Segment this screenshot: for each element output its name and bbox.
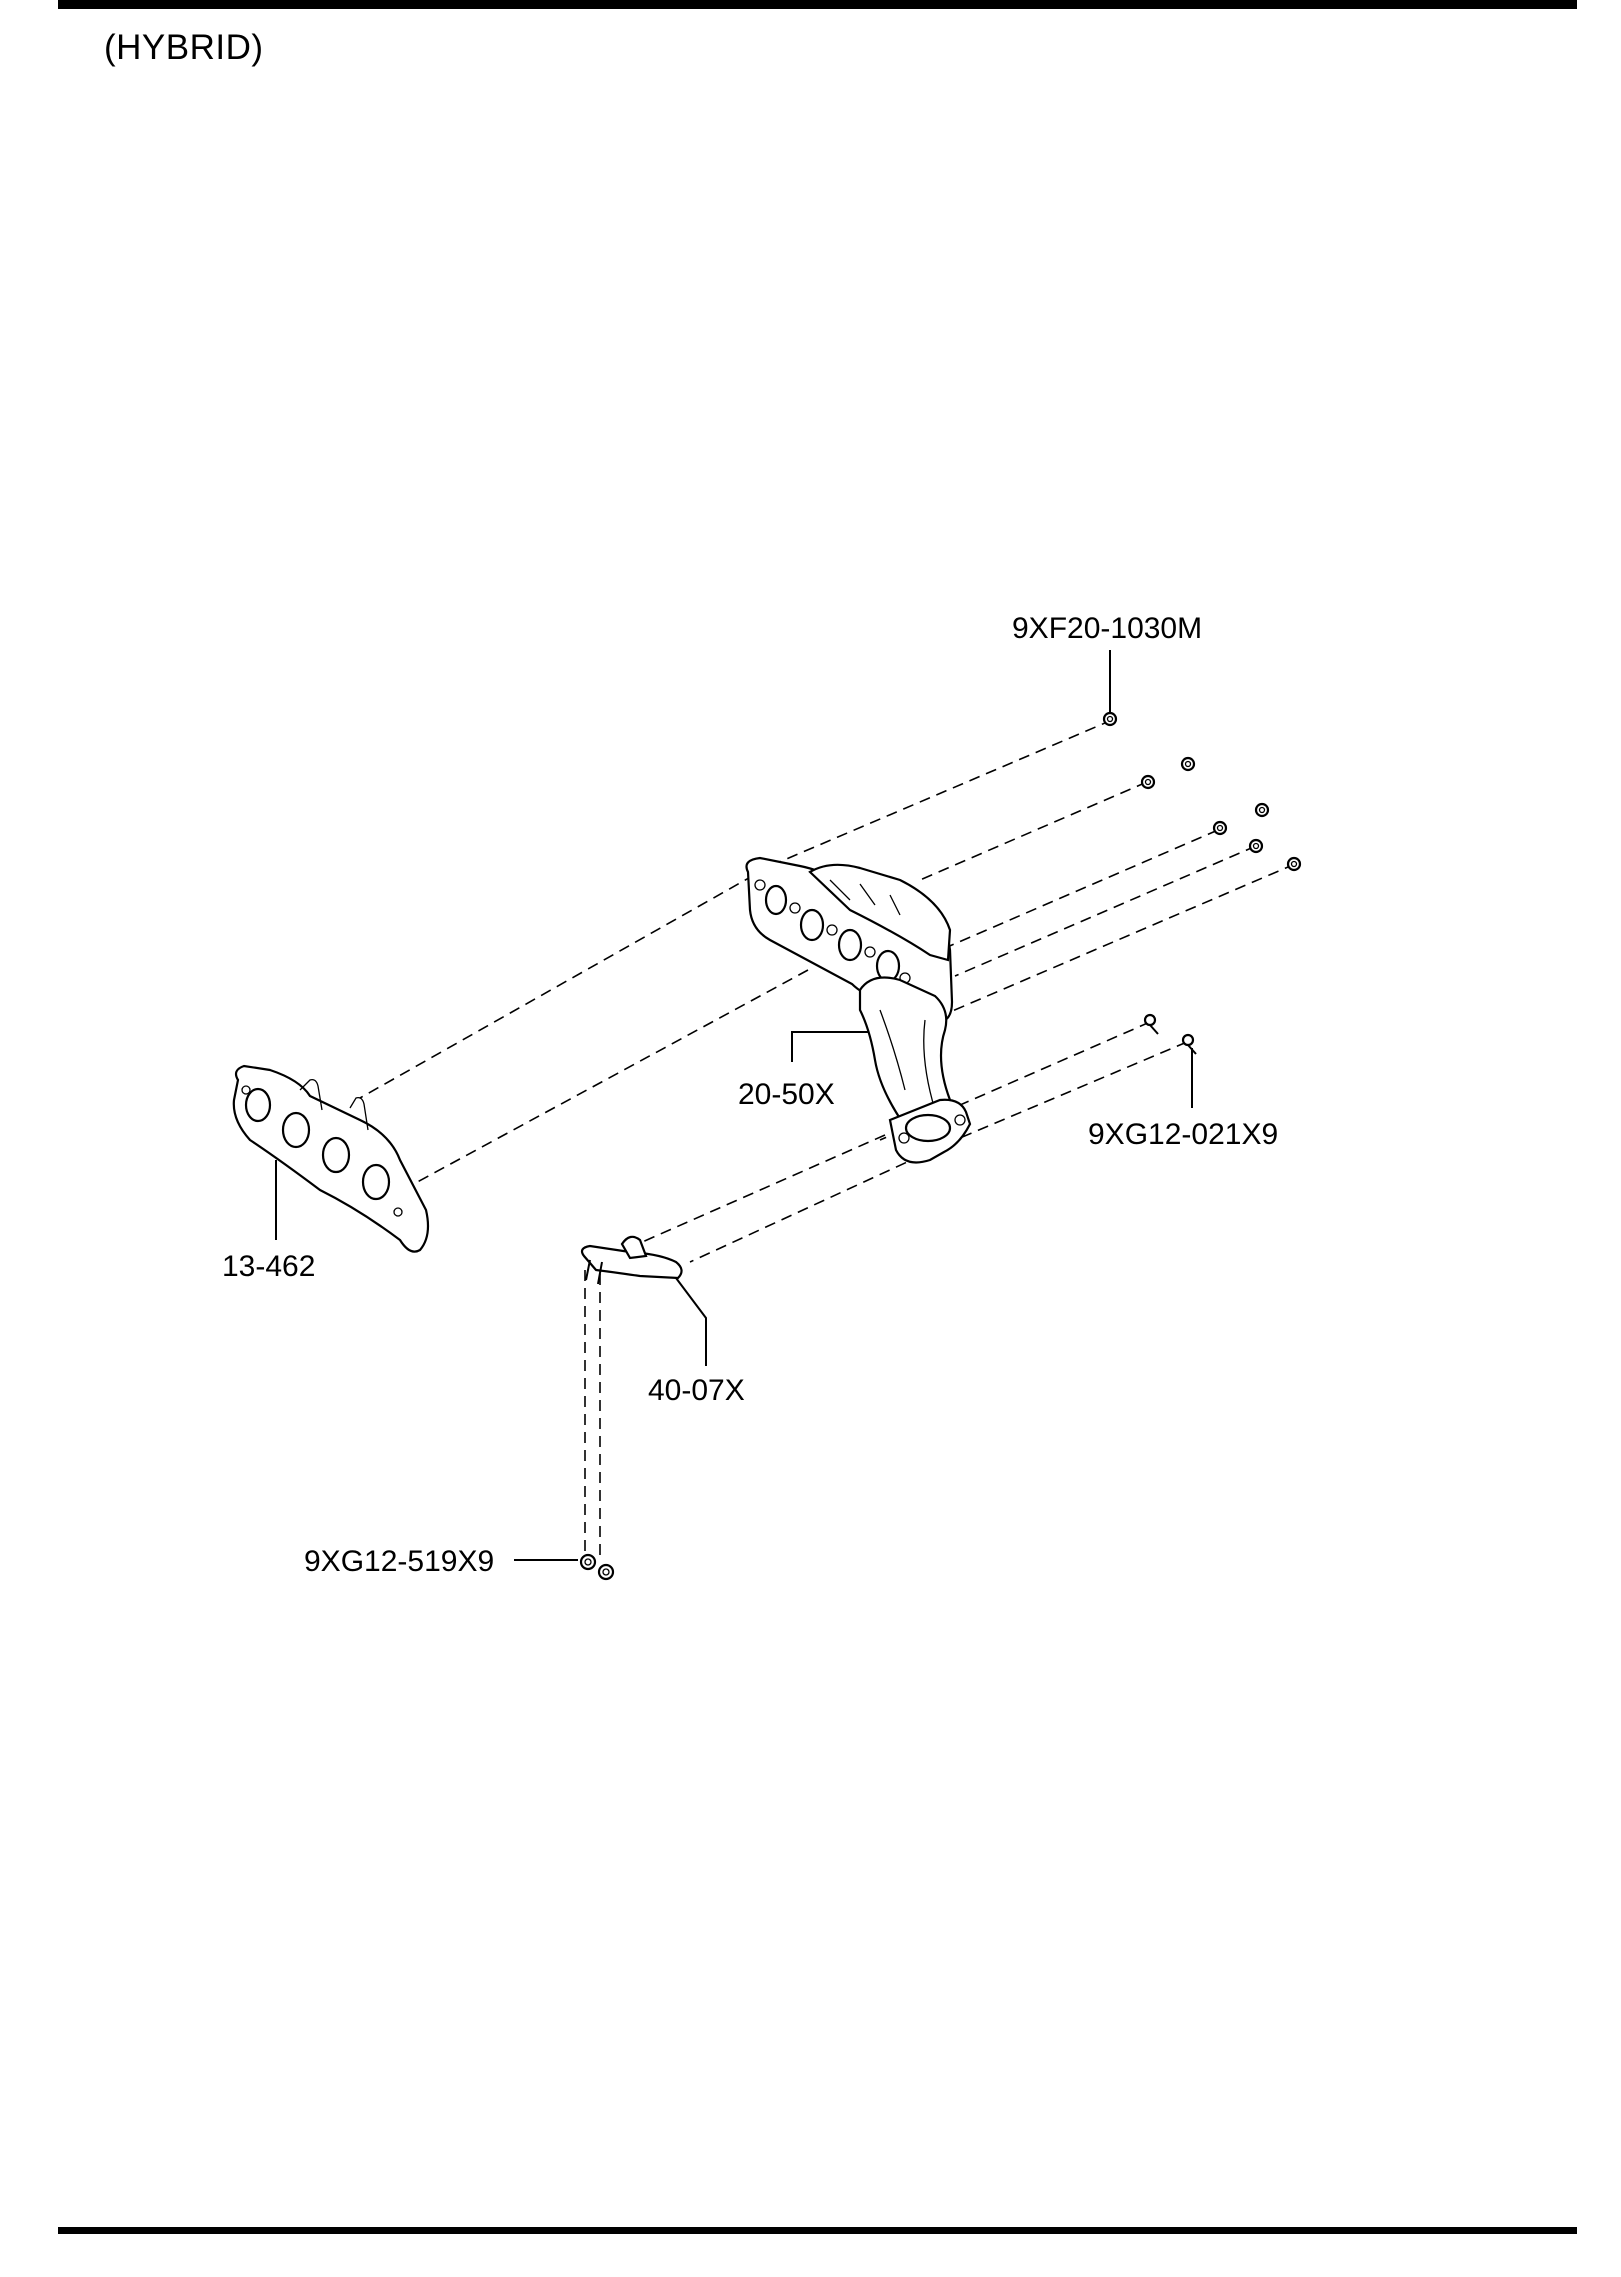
bolt-icon: [1143, 1013, 1159, 1035]
top-border-rule: [58, 0, 1577, 9]
nut-icon: [1140, 774, 1156, 790]
leader-lines: [275, 650, 1193, 1561]
bottom-border-rule: [58, 2227, 1577, 2234]
bolt-icon: [579, 1553, 597, 1571]
nut-icon: [1180, 756, 1196, 772]
nut-icon: [1248, 838, 1264, 854]
bolt-group-bottom: [579, 1553, 615, 1581]
callout-manifold: 20-50X: [738, 1078, 835, 1111]
bolt-icon: [1181, 1033, 1197, 1055]
nut-icon: [1212, 820, 1228, 836]
exhaust-manifold-part: [745, 856, 972, 1164]
nut-icon: [1102, 711, 1118, 727]
callout-bracket: 40-07X: [648, 1374, 745, 1407]
page-title: (HYBRID): [104, 28, 264, 67]
callout-bolt-right: 9XG12-021X9: [1088, 1118, 1278, 1151]
nut-icon: [1254, 802, 1270, 818]
part-number-callouts: 9XF20-1030M 20-50X 9XG12-021X9 13-462 40…: [222, 612, 1278, 1578]
callout-nut-top: 9XF20-1030M: [1012, 612, 1202, 645]
callout-bolt-bottom: 9XG12-519X9: [304, 1545, 494, 1578]
bolt-icon: [597, 1563, 615, 1581]
assembly-guide-lines: [359, 719, 1296, 1560]
nut-group: [1102, 711, 1302, 872]
bracket-part: [580, 1235, 683, 1285]
gasket-part: [232, 1064, 430, 1253]
nut-icon: [1286, 856, 1302, 872]
callout-gasket: 13-462: [222, 1250, 315, 1283]
bolt-group-right: [1143, 1013, 1197, 1055]
